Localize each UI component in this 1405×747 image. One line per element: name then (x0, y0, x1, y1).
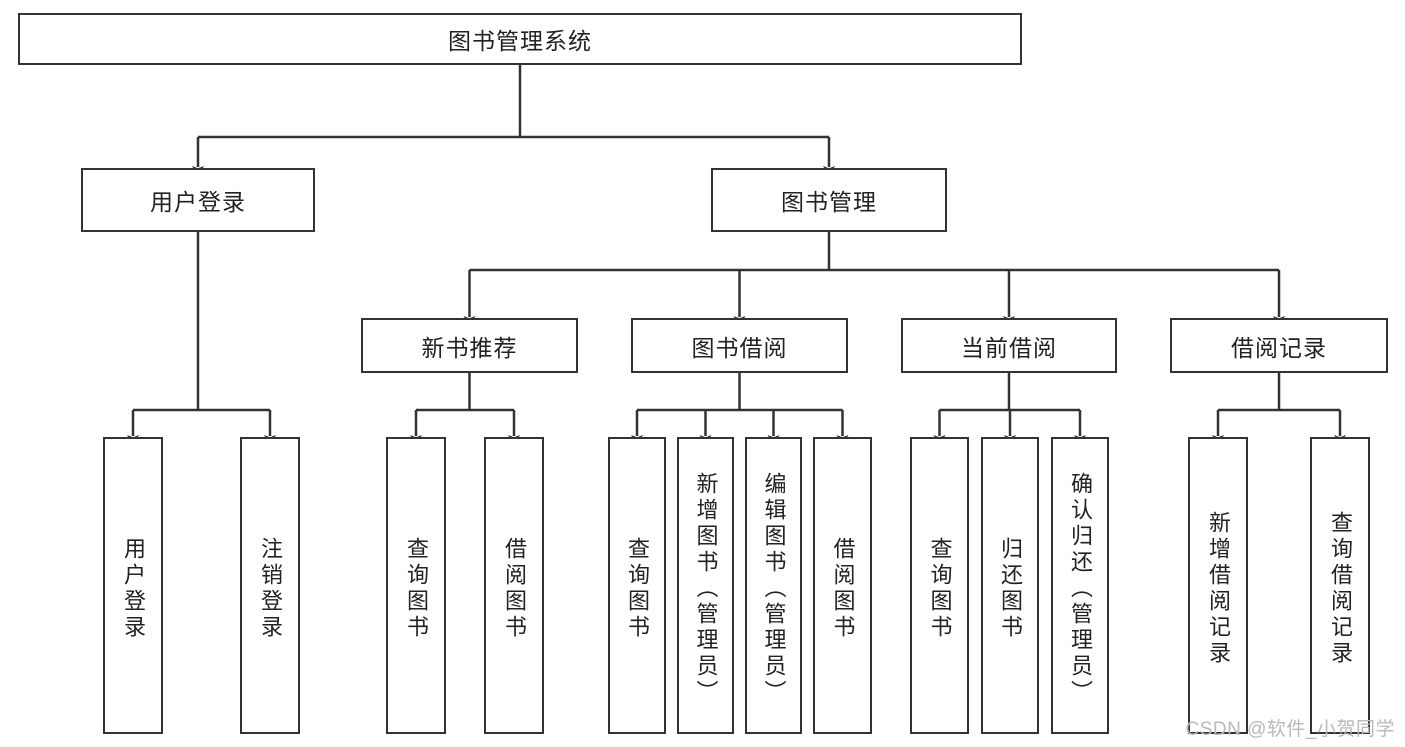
node-new-book-recommend[interactable]: 新书推荐 (361, 318, 578, 373)
leaf-current-confirm-return[interactable]: 确认归还（管理员） (1051, 437, 1109, 734)
leaf-current-query-book[interactable]: 查询图书 (910, 437, 969, 734)
leaf-new-borrow-book[interactable]: 借阅图书 (484, 437, 544, 734)
watermark: CSDN @软件_小贺同学 (1185, 719, 1395, 740)
leaf-borrow-lend-book[interactable]: 借阅图书 (813, 437, 872, 734)
node-current-borrow[interactable]: 当前借阅 (901, 318, 1117, 373)
leaf-borrow-query-book[interactable]: 查询图书 (608, 437, 666, 734)
leaf-borrow-edit-book[interactable]: 编辑图书（管理员） (745, 437, 802, 734)
leaf-record-query[interactable]: 查询借阅记录 (1310, 437, 1370, 734)
leaf-user-logout[interactable]: 注销登录 (240, 437, 300, 734)
leaf-new-query-book[interactable]: 查询图书 (386, 437, 446, 734)
node-book-borrow[interactable]: 图书借阅 (631, 318, 848, 373)
node-root[interactable]: 图书管理系统 (18, 13, 1022, 65)
leaf-borrow-add-book[interactable]: 新增图书（管理员） (677, 437, 734, 734)
node-book-management[interactable]: 图书管理 (711, 168, 947, 232)
node-borrow-record[interactable]: 借阅记录 (1170, 318, 1388, 373)
node-user-login[interactable]: 用户登录 (81, 168, 315, 232)
leaf-current-return-book[interactable]: 归还图书 (981, 437, 1039, 734)
leaf-record-add[interactable]: 新增借阅记录 (1188, 437, 1248, 734)
leaf-user-login[interactable]: 用户登录 (103, 437, 163, 734)
